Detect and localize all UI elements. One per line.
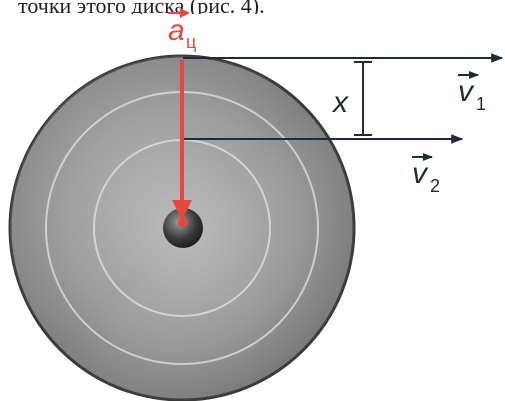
header-caption-text: точки этого диска (рис. 4).	[18, 0, 265, 18]
rotation-center-point	[178, 217, 188, 227]
v1-subscript: 1	[476, 94, 486, 114]
acceleration-subscript: ц	[186, 32, 196, 52]
velocity-v1-label: v 1	[458, 71, 486, 114]
acceleration-letter: a	[168, 14, 185, 47]
velocity-v2-label: v 2	[412, 153, 440, 196]
distance-x-label: x	[331, 86, 349, 119]
v2-letter: v	[412, 157, 429, 190]
v2-subscript: 2	[430, 176, 440, 196]
acceleration-label: a ц	[168, 8, 196, 52]
v1-letter: v	[458, 75, 475, 108]
